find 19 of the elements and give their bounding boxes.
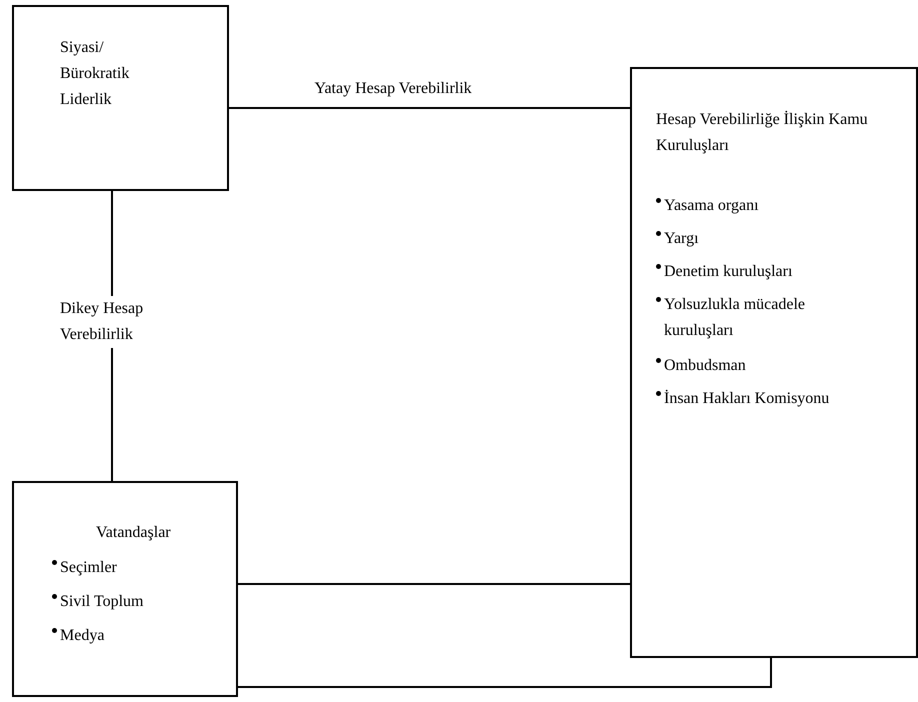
list-item: Sivil Toplum bbox=[60, 592, 144, 612]
connector-line bbox=[238, 658, 772, 688]
list-item: Medya bbox=[60, 626, 106, 646]
list-item: Yargı bbox=[664, 229, 700, 249]
list-item: Yasama organı bbox=[664, 196, 760, 216]
list-item: İnsan Hakları Komisyonu bbox=[664, 388, 830, 409]
list-item: Denetim kuruluşları bbox=[664, 262, 794, 282]
process-box bbox=[12, 481, 238, 697]
box-heading: Vatandaşlar bbox=[96, 523, 172, 543]
list-item: Seçimler bbox=[60, 558, 118, 578]
process-box bbox=[12, 5, 229, 191]
connector-line bbox=[238, 583, 630, 585]
process-box bbox=[630, 67, 918, 658]
list-item: Yolsuzlukla mücadele kuruluşları bbox=[664, 295, 806, 341]
box-heading: Hesap Verebilirliğe İlişkin Kamu Kuruluşları bbox=[656, 110, 869, 156]
edge-label: Yatay Hesap Verebilirlik bbox=[314, 79, 472, 99]
box-heading: Siyasi/ Bürokratik Liderlik bbox=[60, 38, 130, 110]
list-item: Ombudsman bbox=[664, 356, 747, 376]
connector-line bbox=[229, 107, 630, 109]
